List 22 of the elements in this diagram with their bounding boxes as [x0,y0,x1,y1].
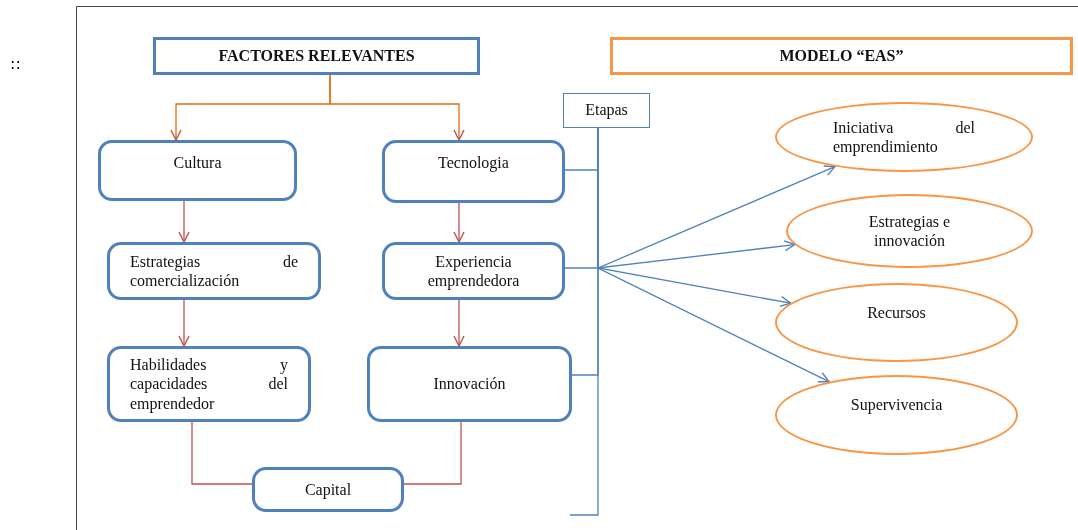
ellipse-node: Supervivencia [775,375,1018,455]
ellipse-node: Estrategias e innovación [786,194,1033,268]
arrow [178,200,190,243]
ellipse-node: Recursos [775,283,1018,362]
arrow [178,299,190,347]
connector-line [403,421,462,485]
heading-box: MODELO “EAS” [610,37,1073,75]
rounded-box: Capital [252,467,404,512]
rounded-box: Cultura [98,140,297,201]
rounded-box: Experiencia emprendedora [382,242,565,300]
rounded-box: Innovación [367,346,572,422]
rounded-box: Tecnologia [382,140,565,203]
rounded-box: Habilidades y capacidades del emprendedor [107,346,311,422]
connector-line [191,421,253,485]
arrow [329,74,465,141]
note-text: :: [10,54,21,73]
label-box: Etapas [563,93,650,128]
ellipse-node: Iniciativa del emprendimiento [775,102,1033,172]
arrow [453,202,465,243]
arrow [453,299,465,347]
rounded-box: Estrategias de comercialización [107,242,321,300]
heading-box: FACTORES RELEVANTES [153,37,480,75]
